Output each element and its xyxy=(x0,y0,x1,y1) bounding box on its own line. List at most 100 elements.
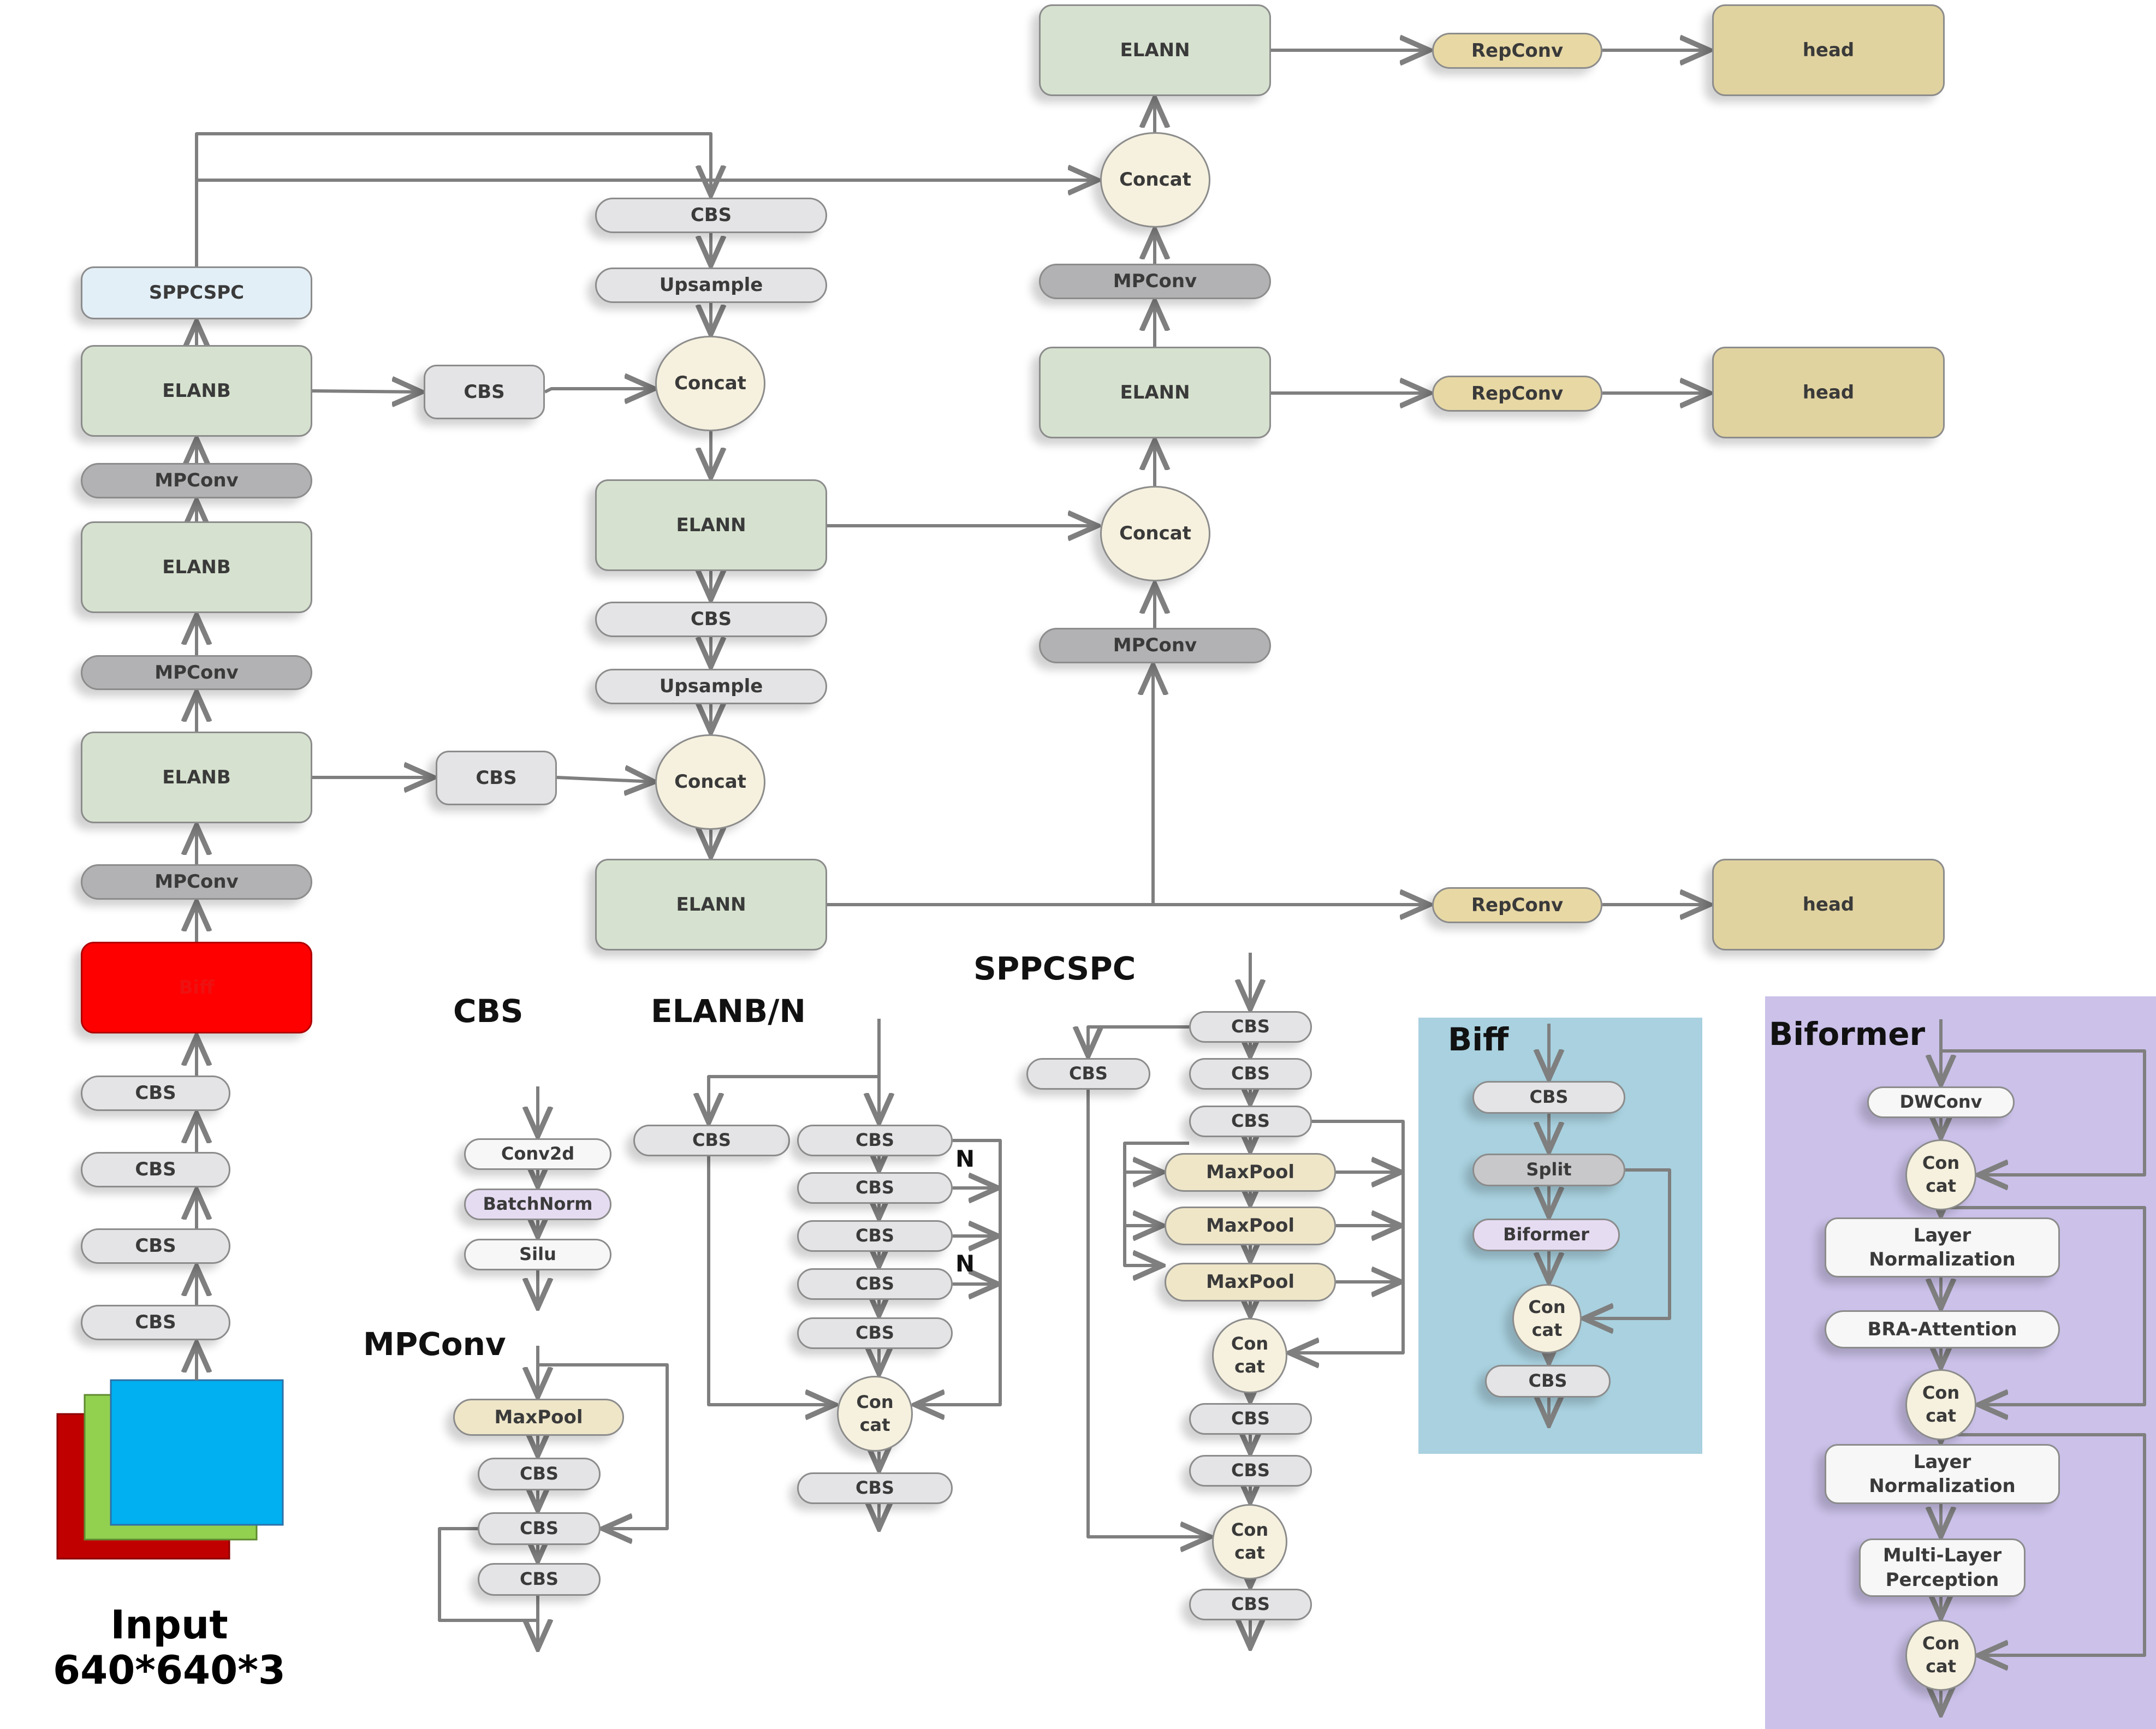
node-head-3: head xyxy=(1712,859,1945,950)
node-cbs-n1: CBS xyxy=(595,198,827,233)
label-cbs-title: CBS xyxy=(453,993,524,1030)
node-concat-r2: Concat xyxy=(1100,132,1210,228)
node-bo-concat2: Con cat xyxy=(1905,1369,1976,1440)
node-mp-b1: MPConv xyxy=(81,864,312,900)
node-bf-concat: Con cat xyxy=(1512,1284,1582,1353)
node-sp-mp3: MaxPool xyxy=(1165,1263,1336,1302)
node-mpc-cbs1: CBS xyxy=(478,1458,601,1490)
wire-12 xyxy=(195,132,711,266)
wire-99 xyxy=(1941,1433,2146,1655)
node-cbs-l1: CBS xyxy=(436,751,557,805)
node-cbs-bn: BatchNorm xyxy=(464,1189,611,1220)
node-sp-cbs-left: CBS xyxy=(1026,1058,1150,1090)
node-sppcspc-main: SPPCSPC xyxy=(81,266,312,319)
node-el-cbs2: CBS xyxy=(797,1172,953,1204)
wire-76 xyxy=(1123,1142,1189,1265)
node-cbs-conv2d: Conv2d xyxy=(464,1138,611,1170)
node-sp-cbs5: CBS xyxy=(1189,1455,1312,1487)
label-elan-title: ELANB/N xyxy=(651,993,806,1030)
node-el-cbs3: CBS xyxy=(797,1220,953,1252)
wire-92 xyxy=(1941,1049,2146,1175)
node-cbs-l3: CBS xyxy=(424,365,545,419)
label-biformer-title: Biformer xyxy=(1769,1015,1926,1053)
node-bo-mlp: Multi-Layer Perception xyxy=(1859,1538,2026,1597)
node-up-n1: Upsample xyxy=(595,268,827,303)
wire-95 xyxy=(1941,1206,2146,1405)
node-mpc-cbs3: CBS xyxy=(478,1563,601,1596)
node-mpc-maxpool: MaxPool xyxy=(453,1399,624,1436)
wire-65 xyxy=(1086,1090,1210,1537)
wire-15 xyxy=(544,389,654,392)
node-concat-n2: Concat xyxy=(655,734,765,830)
node-biff-main: Biff xyxy=(81,942,312,1033)
node-bo-bra: BRA-Attention xyxy=(1825,1310,2060,1348)
wire-17 xyxy=(556,777,654,782)
node-mp-r1: MPConv xyxy=(1039,628,1271,663)
node-concat-n1: Concat xyxy=(655,336,765,431)
wire-64 xyxy=(1088,1025,1189,1056)
node-sp-mp1: MaxPool xyxy=(1165,1153,1336,1192)
node-concat-r1: Concat xyxy=(1100,486,1210,581)
node-elanb-1: ELANB xyxy=(81,732,312,823)
node-elanb-2: ELANB xyxy=(81,521,312,613)
wire-14 xyxy=(312,391,421,392)
node-el-cbs1: CBS xyxy=(797,1125,953,1156)
node-bo-dwconv: DWConv xyxy=(1867,1086,2015,1118)
wire-88 xyxy=(1584,1168,1671,1318)
node-mpc-cbs2: CBS xyxy=(478,1512,601,1545)
node-bo-concat3: Con cat xyxy=(1905,1620,1976,1691)
node-el-cbs-out: CBS xyxy=(797,1472,953,1504)
node-mp-r2: MPConv xyxy=(1039,264,1271,299)
node-cbs-silu: Silu xyxy=(464,1239,611,1270)
node-sp-cbs2: CBS xyxy=(1189,1058,1312,1090)
node-bo-ln2: Layer Normalization xyxy=(1825,1444,2060,1504)
node-bf-cbs1: CBS xyxy=(1472,1081,1625,1114)
node-sp-cbs6: CBS xyxy=(1189,1589,1312,1620)
node-sp-mp2: MaxPool xyxy=(1165,1207,1336,1245)
node-mp-b3: MPConv xyxy=(81,463,312,498)
node-elann-r1: ELANN xyxy=(1039,347,1271,438)
label-biff-title: Biff xyxy=(1448,1021,1509,1058)
label-n-mark-1: N xyxy=(955,1145,975,1172)
input-image-stack xyxy=(56,1379,284,1560)
label-n-mark-2: N xyxy=(955,1250,975,1277)
node-el-concat: Con cat xyxy=(837,1376,913,1452)
node-sp-cbs4: CBS xyxy=(1189,1403,1312,1435)
node-sp-concat1: Con cat xyxy=(1212,1318,1287,1393)
label-mpconv-title: MPConv xyxy=(363,1326,506,1363)
node-sp-cbs1: CBS xyxy=(1189,1011,1312,1043)
node-cbs-in1: CBS xyxy=(81,1076,230,1111)
node-elanb-3: ELANB xyxy=(81,345,312,437)
node-bf-cbs2: CBS xyxy=(1485,1365,1611,1398)
node-up-n2: Upsample xyxy=(595,669,827,704)
wire-58 xyxy=(707,1156,835,1405)
node-bf-split: Split xyxy=(1472,1154,1625,1186)
node-mp-b2: MPConv xyxy=(81,655,312,690)
node-rep-3: RepConv xyxy=(1432,887,1602,923)
biformer-panel xyxy=(1765,996,2156,1729)
node-cbs-in3: CBS xyxy=(81,1228,230,1264)
wire-50 xyxy=(709,1075,879,1122)
node-cbs-in2: CBS xyxy=(81,1152,230,1187)
node-cbs-in4: CBS xyxy=(81,1305,230,1340)
node-elann-n2: ELANN xyxy=(595,859,827,950)
node-el-cbs4: CBS xyxy=(797,1268,953,1300)
node-bf-biformer: Biformer xyxy=(1472,1219,1620,1251)
node-sp-cbs3: CBS xyxy=(1189,1106,1312,1137)
node-rep-2: RepConv xyxy=(1432,376,1602,412)
node-rep-1: RepConv xyxy=(1432,33,1602,69)
label-input-title: Input 640*640*3 xyxy=(53,1602,286,1693)
label-spp-title: SPPCSPC xyxy=(973,950,1136,987)
wire-48 xyxy=(438,1527,538,1622)
node-cbs-n2: CBS xyxy=(595,602,827,637)
node-head-1: head xyxy=(1712,4,1945,96)
node-elann-n1: ELANN xyxy=(595,479,827,571)
node-sp-concat2: Con cat xyxy=(1212,1504,1287,1579)
node-elann-r2: ELANN xyxy=(1039,4,1271,96)
wire-43 xyxy=(538,1363,669,1529)
node-bo-concat1: Con cat xyxy=(1905,1139,1976,1210)
node-el-cbs-left: CBS xyxy=(633,1125,790,1156)
node-bo-ln1: Layer Normalization xyxy=(1825,1217,2060,1278)
